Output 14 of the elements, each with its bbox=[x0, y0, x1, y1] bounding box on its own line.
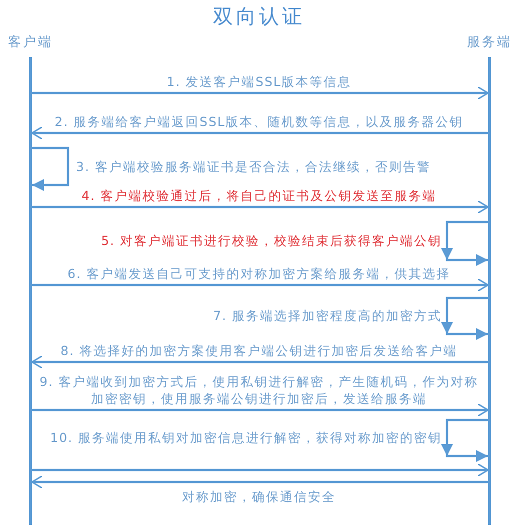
edge-label: 8. 将选择好的加密方案使用客户端公钥进行加密后发送给客户端 bbox=[60, 342, 458, 359]
edge-label: 7. 服务端选择加密程度高的加密方式 bbox=[213, 307, 442, 324]
edge-label: 对称加密，确保通信安全 bbox=[181, 488, 337, 505]
edge-label: 2. 服务端给客户端返回SSL版本、随机数等信息，以及服务器公钥 bbox=[54, 113, 464, 130]
edge-label: 4. 客户端校验通过后，将自己的证书及公钥发送至服务端 bbox=[80, 187, 438, 204]
diagram-title: 双向认证 bbox=[212, 3, 306, 30]
edge-label: 6. 客户端发送自己可支持的对称加密方案给服务端，供其选择 bbox=[66, 265, 452, 282]
edge-label: 1. 发送客户端SSL版本等信息 bbox=[166, 73, 352, 90]
edge-label: 10. 服务端使用私钥对加密信息进行解密，获得对称加密的密钥 bbox=[50, 429, 442, 446]
edge-label: 3. 客户端校验服务端证书是否合法，合法继续，否则告警 bbox=[76, 158, 431, 174]
edge-label: 9. 客户端收到加密方式后，使用私钥进行解密，产生随机码，作为对称加密密钥，使用服务端公钥进行加密后，发送给服务端 bbox=[39, 373, 479, 407]
edge-label: 5. 对客户端证书进行校验，校验结束后获得客户端公钥 bbox=[101, 232, 442, 249]
participant-label: 服务端 bbox=[466, 34, 513, 51]
participant-label: 客户端 bbox=[7, 34, 54, 51]
